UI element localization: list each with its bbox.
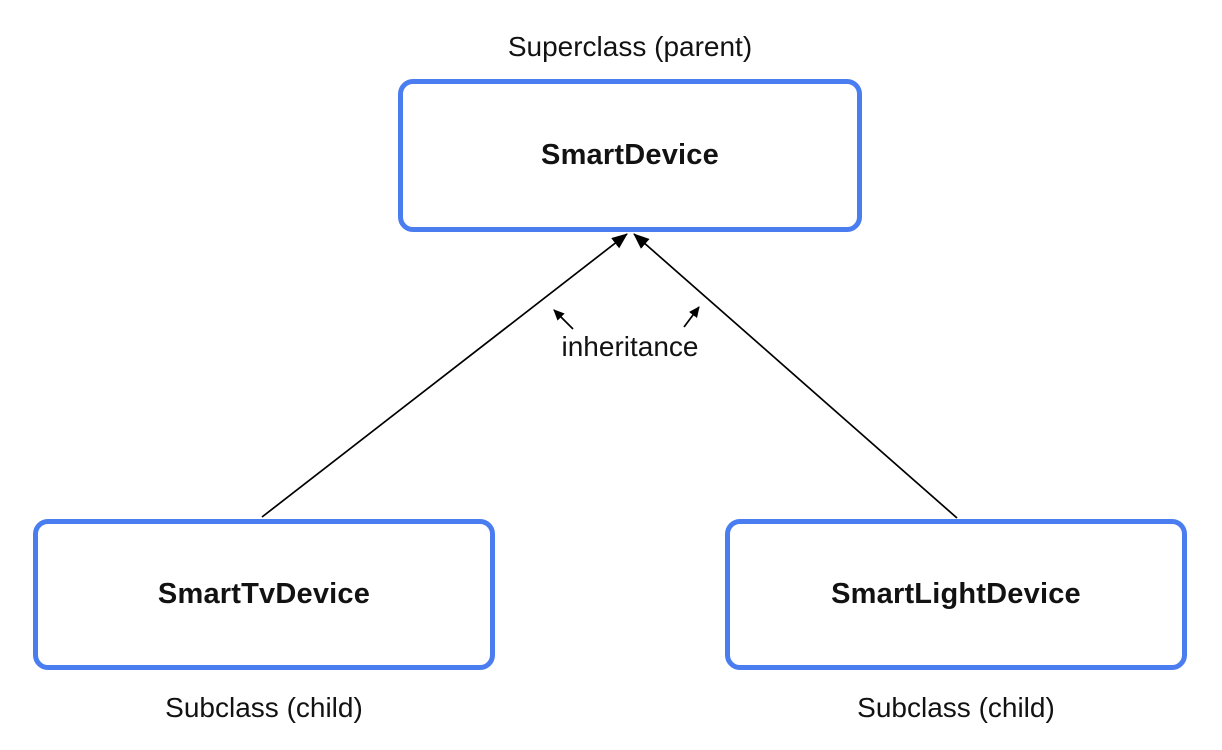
class-name-smartdevice: SmartDevice (541, 139, 719, 171)
class-box-smarttvdevice: SmartTvDevice (33, 519, 495, 670)
class-box-smartdevice: SmartDevice (398, 79, 862, 232)
subclass-role-label-left: Subclass (child) (165, 692, 363, 723)
inheritance-label-pointer-right-arrow (683, 306, 700, 328)
inheritance-label-pointer-left-arrow (553, 309, 574, 330)
superclass-role-label: Superclass (parent) (507, 31, 753, 62)
class-name-smarttvdevice: SmartTvDevice (157, 578, 371, 610)
class-box-smartlightdevice: SmartLightDevice (725, 519, 1187, 670)
edge-smarttvdevice-to-smartdevice-arrow (261, 233, 628, 518)
subclass-role-label-right: Subclass (child) (857, 692, 1055, 723)
inheritance-edge-label: inheritance (561, 331, 699, 362)
class-name-smartlightdevice: SmartLightDevice (831, 578, 1081, 610)
edge-smartlightdevice-to-smartdevice-arrow (633, 233, 958, 519)
